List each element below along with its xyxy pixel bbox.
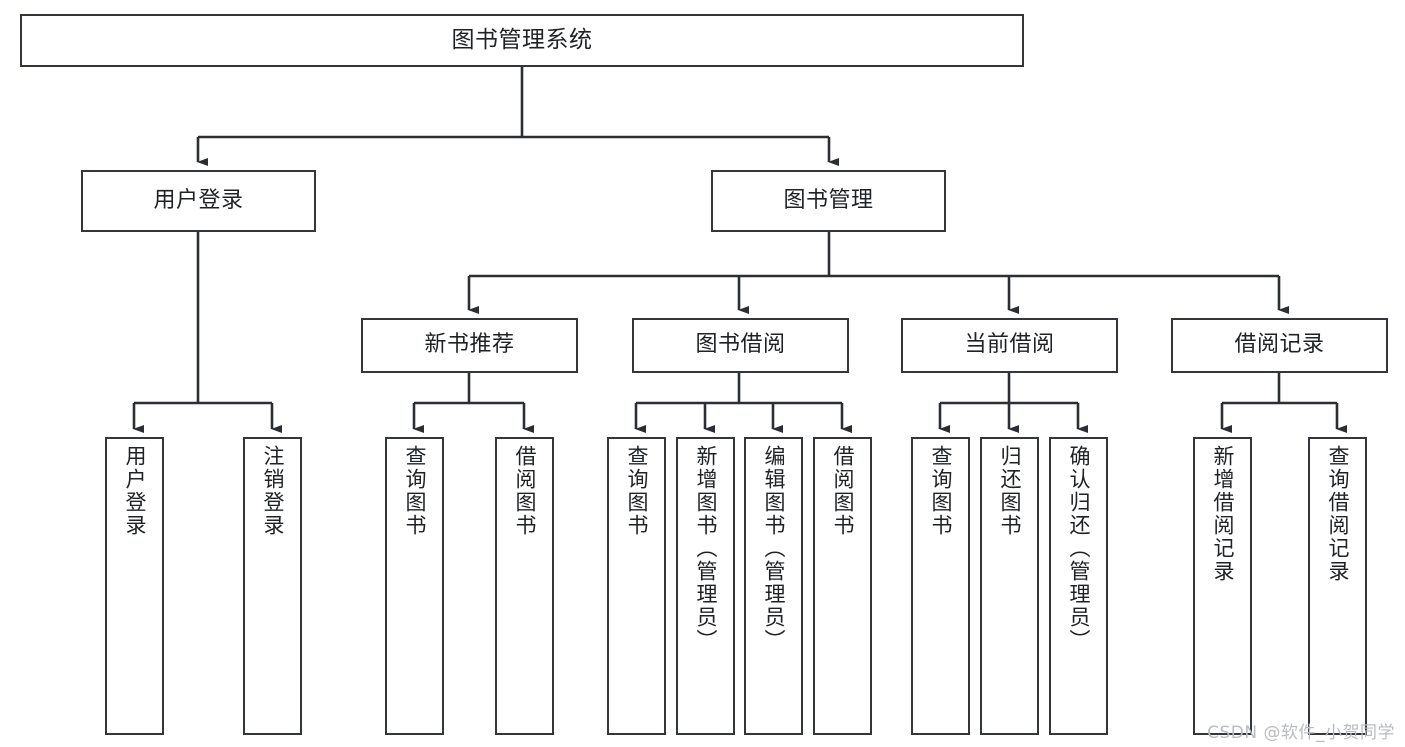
node-current-borrow[interactable]: 当前借阅	[901, 318, 1118, 373]
node-label: 图书管理	[783, 187, 874, 213]
node-label: 编辑图书（管理员）	[762, 445, 786, 652]
node-label: 新增借阅记录	[1211, 445, 1235, 583]
node-label: 新增图书（管理员）	[694, 445, 718, 652]
leaf-edit-book-admin[interactable]: 编辑图书（管理员）	[744, 437, 803, 735]
node-label: 查询图书	[403, 445, 427, 537]
node-label: 查询借阅记录	[1326, 445, 1350, 583]
leaf-query-borrow-record[interactable]: 查询借阅记录	[1308, 437, 1367, 735]
leaf-query-book-borrow[interactable]: 查询图书	[607, 437, 666, 735]
node-label: 归还图书	[998, 445, 1022, 537]
node-label: 用户登录	[123, 445, 147, 537]
node-label: 新书推荐	[424, 332, 515, 358]
leaf-borrow-book-recommend[interactable]: 借阅图书	[495, 437, 554, 735]
node-borrow-record[interactable]: 借阅记录	[1171, 318, 1388, 373]
leaf-query-book-recommend[interactable]: 查询图书	[385, 437, 444, 735]
node-user-login[interactable]: 用户登录	[81, 170, 316, 232]
node-label: 注销登录	[261, 445, 285, 537]
leaf-return-book[interactable]: 归还图书	[980, 437, 1039, 735]
node-label: 图书借阅	[695, 332, 786, 358]
leaf-borrow-book-borrow[interactable]: 借阅图书	[813, 437, 872, 735]
leaf-logout-login[interactable]: 注销登录	[243, 437, 302, 735]
leaf-add-borrow-record[interactable]: 新增借阅记录	[1193, 437, 1252, 735]
node-label: 借阅图书	[831, 445, 855, 537]
watermark-text: CSDN @软件_小贺同学	[1207, 723, 1395, 743]
leaf-add-book-admin[interactable]: 新增图书（管理员）	[676, 437, 735, 735]
leaf-user-login[interactable]: 用户登录	[105, 437, 164, 735]
node-book-management[interactable]: 图书管理	[711, 170, 946, 232]
node-label: 借阅图书	[513, 445, 537, 537]
node-label: 借阅记录	[1234, 332, 1325, 358]
node-label: 图书管理系统	[451, 26, 593, 53]
node-label: 当前借阅	[964, 332, 1055, 358]
leaf-confirm-return-admin[interactable]: 确认归还（管理员）	[1049, 437, 1108, 735]
leaf-query-book-current[interactable]: 查询图书	[911, 437, 970, 735]
node-label: 查询图书	[625, 445, 649, 537]
node-label: 用户登录	[153, 187, 244, 213]
node-new-book-recommend[interactable]: 新书推荐	[361, 318, 578, 373]
node-label: 确认归还（管理员）	[1067, 445, 1091, 652]
node-book-borrow[interactable]: 图书借阅	[632, 318, 849, 373]
node-root-system[interactable]: 图书管理系统	[20, 14, 1024, 67]
node-label: 查询图书	[929, 445, 953, 537]
